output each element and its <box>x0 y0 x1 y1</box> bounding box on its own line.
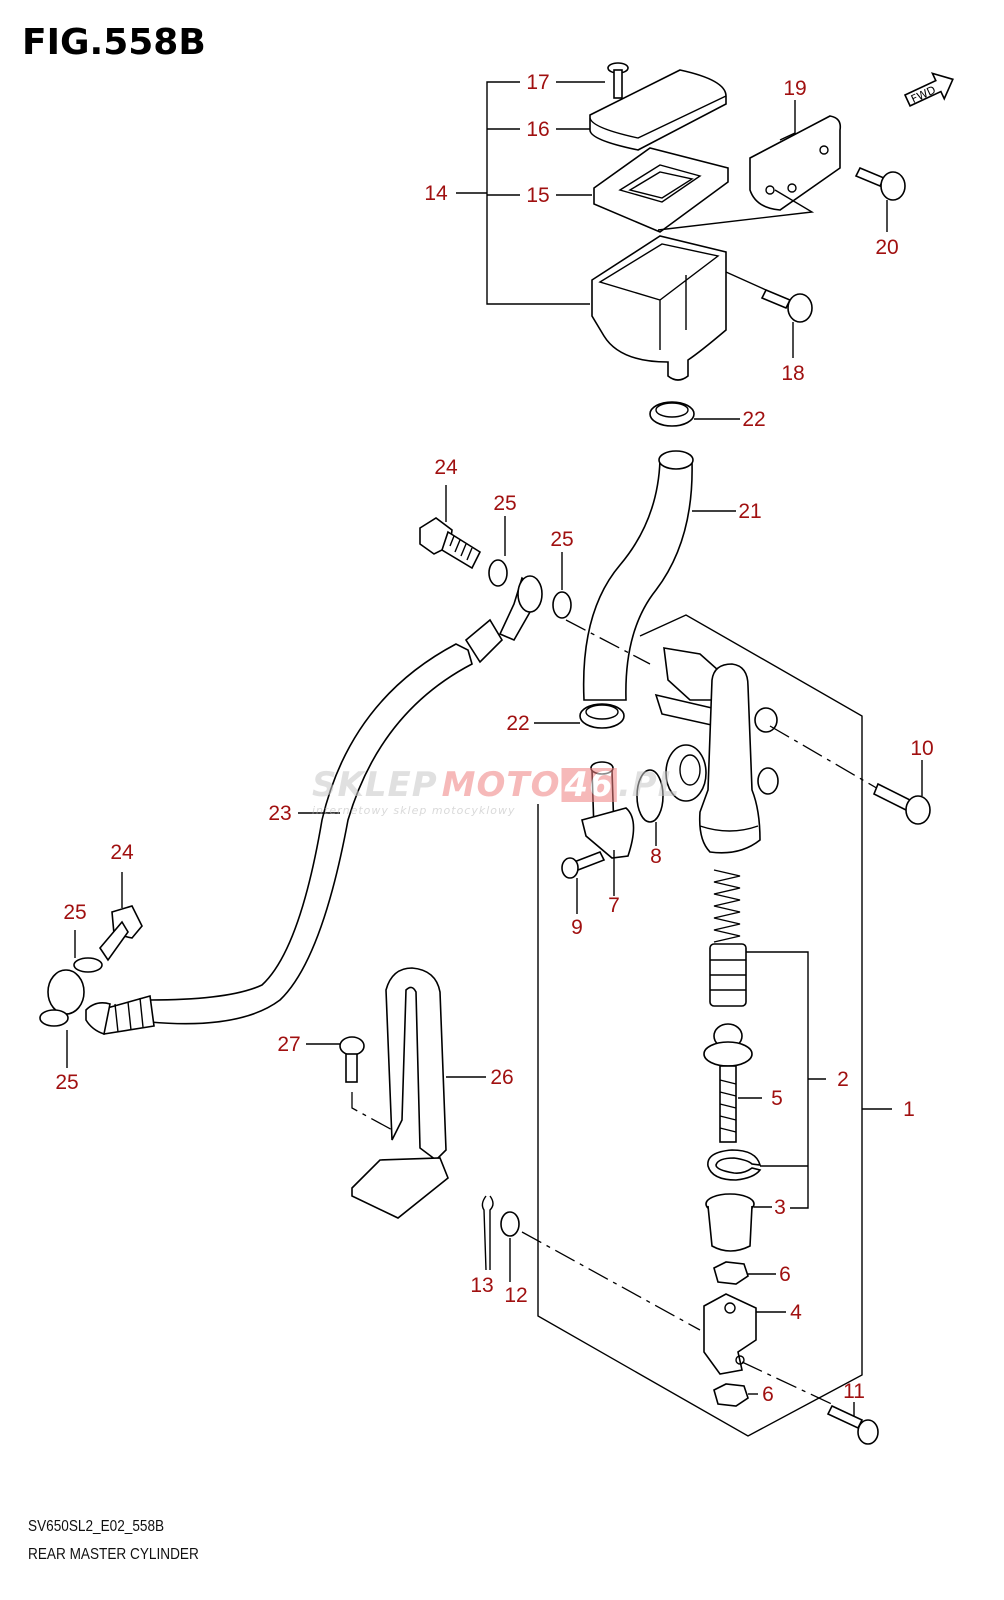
callout-21: 21 <box>738 500 761 523</box>
screw-9 <box>561 850 606 914</box>
watermark: SKLEP MOTO 46 .PL internetowy sklep moto… <box>312 765 681 817</box>
reservoir-hose-21 <box>582 459 693 701</box>
callout-16: 16 <box>526 118 549 141</box>
callout-5: 5 <box>771 1087 783 1110</box>
callout-18: 18 <box>781 362 804 385</box>
assembly-outline-1 <box>537 614 863 1437</box>
washer-25b <box>552 591 572 619</box>
callout-13: 13 <box>470 1274 493 1297</box>
piston-assembly-2 <box>709 943 826 1209</box>
banjo-bolt-24-top <box>419 485 482 570</box>
figure-code: SV650SL2_E02_558B <box>28 1518 165 1535</box>
callout-8: 8 <box>650 845 662 868</box>
screw-17 <box>607 62 629 99</box>
callout-22: 22 <box>506 712 529 735</box>
callout-4: 4 <box>790 1301 802 1324</box>
o-ring-8 <box>636 769 664 823</box>
bolt-10 <box>872 760 931 825</box>
brake-hose-23 <box>85 575 543 1036</box>
callout-20: 20 <box>875 236 898 259</box>
diaphragm-15 <box>593 147 729 233</box>
master-cylinder-body <box>654 647 779 854</box>
cotter-pin-13 <box>481 1195 494 1271</box>
fwd-label: FWD <box>909 83 938 106</box>
banjo-bolt-24-lower <box>66 872 143 1068</box>
callout-26: 26 <box>490 1066 513 1089</box>
boot-3 <box>705 1193 772 1252</box>
nut-6-lower <box>713 1383 758 1407</box>
callout-17: 17 <box>526 71 549 94</box>
callout-7: 7 <box>608 894 620 917</box>
figure-caption: REAR MASTER CYLINDER <box>28 1546 199 1563</box>
watermark-text-a: SKLEP <box>312 765 438 805</box>
nut-6-upper <box>713 1261 776 1285</box>
callout-1: 1 <box>903 1098 915 1121</box>
bolt-27 <box>306 1036 397 1133</box>
callout-15: 15 <box>526 184 549 207</box>
reservoir-cap-16 <box>589 69 727 151</box>
washer-25-lower <box>39 1009 69 1027</box>
banjo-fitting <box>47 969 85 1015</box>
callout-25: 25 <box>63 901 86 924</box>
callout-25: 25 <box>55 1071 78 1094</box>
spring <box>713 869 741 943</box>
group-bracket-14 <box>456 81 605 305</box>
callout-6: 6 <box>762 1383 774 1406</box>
reservoir-body <box>591 235 727 381</box>
fwd-arrow-icon: FWD <box>903 72 954 107</box>
bolt-20 <box>854 166 906 232</box>
callout-23: 23 <box>268 802 291 825</box>
callout-27: 27 <box>277 1033 300 1056</box>
clevis-4 <box>703 1293 786 1375</box>
watermark-text-b: MOTO <box>442 765 561 805</box>
washer-25 <box>488 559 508 587</box>
washer-25-upper <box>73 957 103 973</box>
watermark-box <box>561 768 617 802</box>
watermark-tagline: internetowy sklep motocyklowy <box>312 804 516 817</box>
watermark-text-c: 46 <box>564 765 614 805</box>
callout-24: 24 <box>110 841 134 864</box>
circlip <box>707 1149 762 1181</box>
callout-25: 25 <box>550 528 573 551</box>
hose-clamp-22-top <box>649 401 740 427</box>
callout-24: 24 <box>434 456 458 479</box>
callout-10: 10 <box>910 737 933 760</box>
pushrod-5 <box>703 1023 762 1143</box>
callout-11: 11 <box>843 1380 865 1403</box>
callout-22: 22 <box>742 408 765 431</box>
callout-25: 25 <box>493 492 516 515</box>
callout-3: 3 <box>774 1196 786 1219</box>
hose-clamp-22-bottom <box>534 703 625 729</box>
hose-guide-26 <box>351 967 486 1219</box>
callout-12: 12 <box>504 1284 527 1307</box>
callout-9: 9 <box>571 916 583 939</box>
figure-title: FIG.558B <box>22 22 206 63</box>
washer-12 <box>500 1211 520 1237</box>
watermark-text-d: .PL <box>618 765 681 805</box>
callout-19: 19 <box>783 77 806 100</box>
callout-14: 14 <box>424 182 448 205</box>
pin-11 <box>826 1402 879 1445</box>
callout-6: 6 <box>779 1263 791 1286</box>
bolt-18 <box>725 271 813 358</box>
callout-2: 2 <box>837 1068 849 1091</box>
